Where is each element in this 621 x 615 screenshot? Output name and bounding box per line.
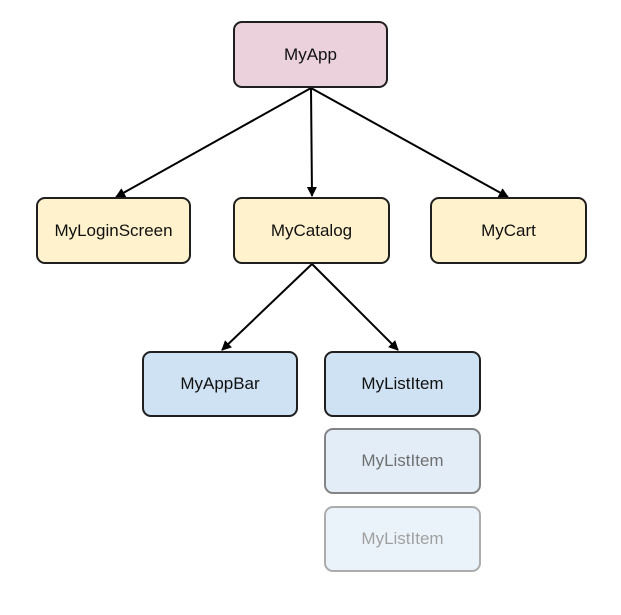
- node-mylistitem-faded: MyListItem: [324, 428, 481, 494]
- node-myappbar: MyAppBar: [142, 351, 298, 417]
- edge-myapp-to-mycatalog: [306, 87, 317, 197]
- node-mycart: MyCart: [430, 197, 587, 264]
- edge-mycatalog-to-mylistitem: [311, 263, 399, 351]
- node-mylistitem: MyListItem: [324, 351, 481, 417]
- edge-myapp-to-mycart: [310, 87, 509, 198]
- edge-myapp-to-myloginscreen: [115, 87, 312, 198]
- node-mycatalog: MyCatalog: [233, 197, 390, 264]
- edge-mycatalog-to-myappbar: [221, 263, 313, 351]
- node-myloginscreen: MyLoginScreen: [36, 197, 191, 264]
- node-mylistitem-more-faded: MyListItem: [324, 506, 481, 572]
- node-myapp: MyApp: [233, 21, 388, 88]
